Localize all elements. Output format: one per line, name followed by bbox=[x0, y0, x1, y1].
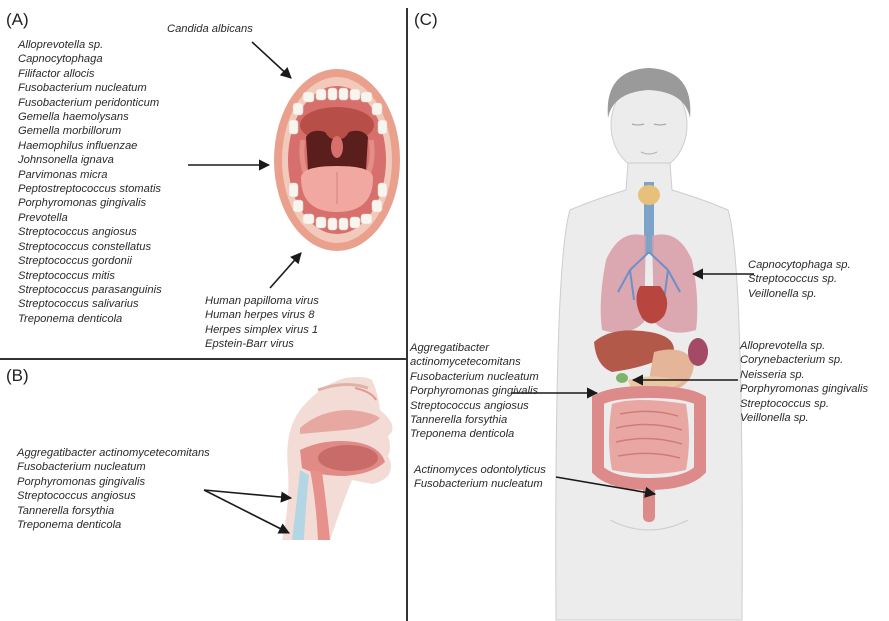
oral-virus-2: Human herpes virus 8 bbox=[205, 308, 319, 322]
open-mouth-illustration bbox=[274, 69, 400, 251]
oral-bacterium-13: Prevotella bbox=[18, 211, 162, 225]
oral-bacterium-14: Streptococcus angiosus bbox=[18, 225, 162, 239]
lung-bacteria-list: Capnocytophaga sp.Streptococcus sp.Veill… bbox=[748, 258, 851, 301]
pharynx-bacterium-1: Aggregatibacter actinomycetecomitans bbox=[17, 446, 210, 460]
oral-bacterium-11: Peptostreptococcus stomatis bbox=[18, 182, 162, 196]
oral-bacterium-6: Gemella haemolysans bbox=[18, 110, 162, 124]
pancreas-bacterium-1: Alloprevotella sp. bbox=[740, 339, 868, 353]
pancreas-bacteria-list: Alloprevotella sp.Corynebacterium sp.Nei… bbox=[740, 339, 868, 425]
arrow-oral-viruses bbox=[270, 253, 301, 288]
oral-virus-1: Human papilloma virus bbox=[205, 294, 319, 308]
oral-bacterium-20: Treponema denticola bbox=[18, 312, 162, 326]
oral-bacterium-8: Haemophilus influenzae bbox=[18, 139, 162, 153]
oral-bacterium-4: Fusobacterium nucleatum bbox=[18, 81, 162, 95]
pharynx-bacterium-3: Porphyromonas gingivalis bbox=[17, 475, 210, 489]
head-cross-section-illustration bbox=[282, 377, 393, 540]
oral-virus-4: Epstein-Barr virus bbox=[205, 337, 319, 351]
liver-bacterium-4: Porphyromonas gingivalis bbox=[410, 384, 539, 398]
oral-bacterium-12: Porphyromonas gingivalis bbox=[18, 196, 162, 210]
oral-bacterium-7: Gemella morbillorum bbox=[18, 124, 162, 138]
pharynx-bacterium-5: Tannerella forsythia bbox=[17, 504, 210, 518]
candida-label: Candida albicans bbox=[167, 22, 253, 36]
oral-bacterium-16: Streptococcus gordonii bbox=[18, 254, 162, 268]
liver-bacterium-3: Fusobacterium nucleatum bbox=[410, 370, 539, 384]
colon-bacterium-1: Actinomyces odontolyticus bbox=[414, 463, 546, 477]
oral-bacterium-19: Streptococcus salivarius bbox=[18, 297, 162, 311]
oral-bacterium-3: Filifactor allocis bbox=[18, 67, 162, 81]
liver-bacterium-1: Aggregatibacter bbox=[410, 341, 539, 355]
oral-bacterium-10: Parvimonas micra bbox=[18, 168, 162, 182]
lung-bacterium-2: Streptococcus sp. bbox=[748, 272, 851, 286]
lung-bacterium-1: Capnocytophaga sp. bbox=[748, 258, 851, 272]
oral-bacterium-18: Streptococcus parasanguinis bbox=[18, 283, 162, 297]
liver-bacterium-7: Treponema denticola bbox=[410, 427, 539, 441]
pancreas-bacterium-6: Veillonella sp. bbox=[740, 411, 868, 425]
human-body-illustration bbox=[556, 68, 742, 620]
pancreas-bacterium-2: Corynebacterium sp. bbox=[740, 353, 868, 367]
oral-virus-3: Herpes simplex virus 1 bbox=[205, 323, 319, 337]
liver-bacterium-6: Tannerella forsythia bbox=[410, 413, 539, 427]
pharynx-bacterium-4: Streptococcus angiosus bbox=[17, 489, 210, 503]
pancreas-bacterium-3: Neisseria sp. bbox=[740, 368, 868, 382]
oral-bacterium-2: Capnocytophaga bbox=[18, 52, 162, 66]
pancreas-bacterium-4: Porphyromonas gingivalis bbox=[740, 382, 868, 396]
oral-bacterium-9: Johnsonella ignava bbox=[18, 153, 162, 167]
arrow-candida bbox=[252, 42, 291, 78]
liver-bacterium-2: actinomycetecomitans bbox=[410, 355, 539, 369]
oral-bacterium-17: Streptococcus mitis bbox=[18, 269, 162, 283]
lung-bacterium-3: Veillonella sp. bbox=[748, 287, 851, 301]
pancreas-bacterium-5: Streptococcus sp. bbox=[740, 397, 868, 411]
pharynx-bacterium-6: Treponema denticola bbox=[17, 518, 210, 532]
pharynx-bacterium-2: Fusobacterium nucleatum bbox=[17, 460, 210, 474]
oral-bacterium-1: Alloprevotella sp. bbox=[18, 38, 162, 52]
oral-bacterium-15: Streptococcus constellatus bbox=[18, 240, 162, 254]
colon-bacterium-2: Fusobacterium nucleatum bbox=[414, 477, 546, 491]
oral-bacterium-5: Fusobacterium peridonticum bbox=[18, 96, 162, 110]
liver-bacterium-5: Streptococcus angiosus bbox=[410, 399, 539, 413]
